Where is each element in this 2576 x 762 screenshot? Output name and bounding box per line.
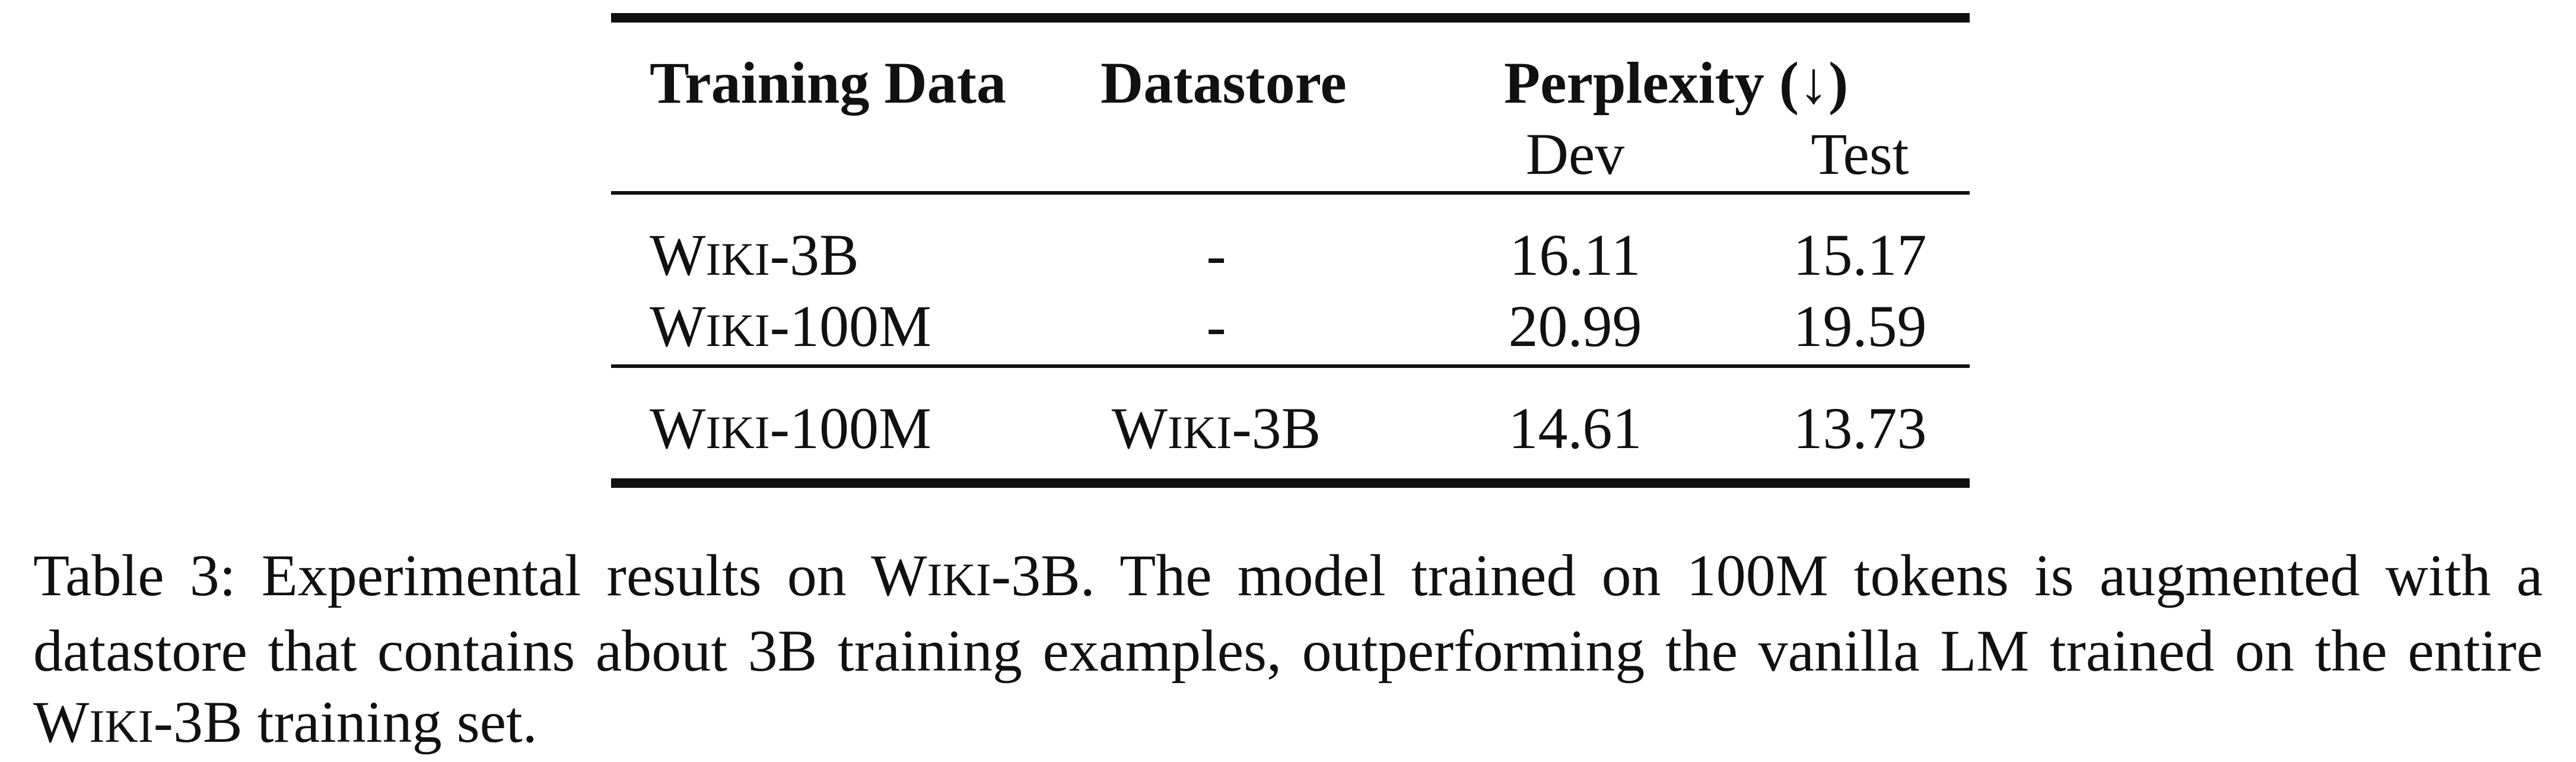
caption-text-3: training set.	[257, 689, 538, 755]
row1-training-data: WIKI-3B	[650, 222, 859, 288]
header-training-data: Training Data	[650, 50, 1006, 116]
results-table: Training Data Datastore Perplexity (↓) D…	[611, 13, 1970, 491]
table-header-rule	[611, 191, 1970, 195]
table-top-rule	[611, 13, 1970, 23]
row1-test: 15.17	[1793, 222, 1927, 288]
table-caption: Table 3: Experimental results on WIKI-3B…	[33, 540, 2543, 762]
caption-text-2: . The model trained on 100M tokens is au…	[33, 542, 2543, 684]
header-datastore: Datastore	[1101, 50, 1347, 116]
caption-dataset-name: WIKI-3B	[871, 542, 1080, 608]
row3-training-data: WIKI-100M	[650, 395, 931, 461]
caption-text-1: Experimental results on	[261, 542, 847, 608]
row2-dev: 20.99	[1508, 293, 1642, 359]
caption-dataset-name-2: WIKI-3B	[33, 689, 243, 755]
header-dev: Dev	[1525, 121, 1625, 187]
table-group-rule	[611, 364, 1970, 368]
row1-datastore: -	[1206, 222, 1226, 288]
table-bottom-rule	[611, 478, 1970, 488]
row3-datastore: WIKI-3B	[1111, 395, 1321, 461]
row2-datastore: -	[1206, 293, 1226, 359]
row1-dev: 16.11	[1509, 222, 1641, 288]
row2-training-data: WIKI-100M	[650, 293, 931, 359]
header-perplexity: Perplexity (↓)	[1504, 50, 1849, 116]
caption-label: Table 3:	[33, 542, 236, 608]
header-test: Test	[1811, 121, 1909, 187]
row3-test: 13.73	[1793, 395, 1927, 461]
row2-test: 19.59	[1793, 293, 1927, 359]
row3-dev: 14.61	[1508, 395, 1642, 461]
